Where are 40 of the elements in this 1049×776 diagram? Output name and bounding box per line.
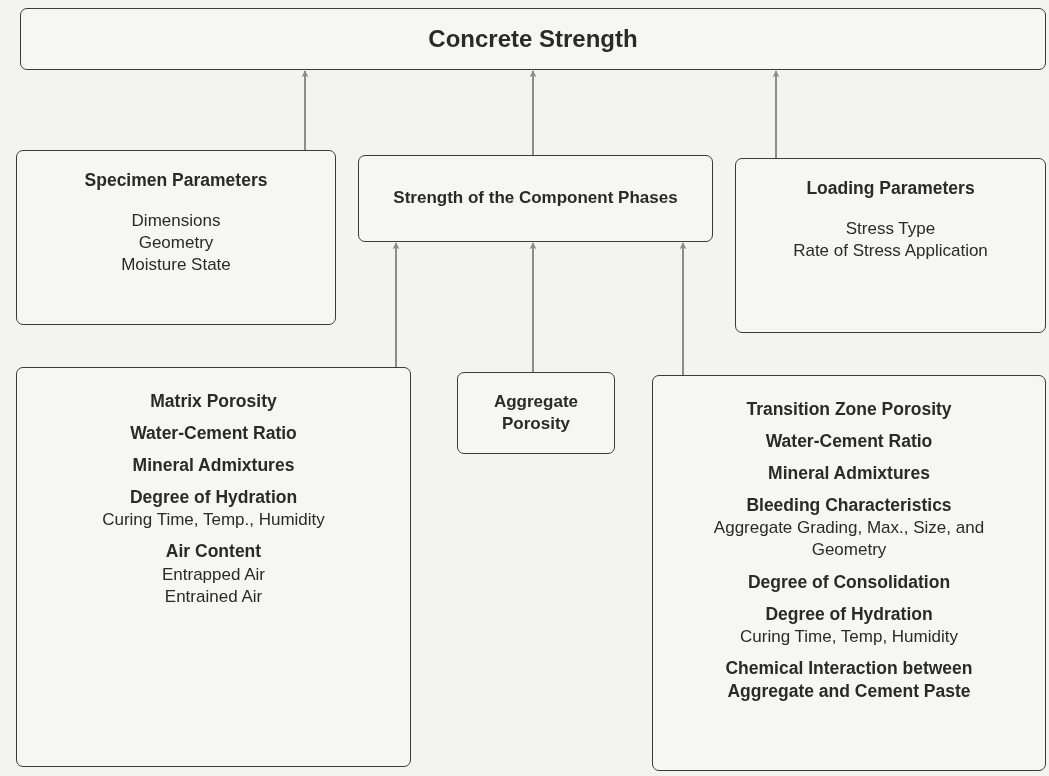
box-heading: Concrete Strength xyxy=(428,24,638,55)
box-heading: Water-Cement Ratio xyxy=(765,430,933,454)
box-heading: Degree of Hydration xyxy=(129,486,298,510)
factor-box xyxy=(457,372,615,454)
box-heading: Matrix Porosity xyxy=(150,390,277,413)
box-heading: Mineral Admixtures xyxy=(768,462,930,486)
box-heading: Aggregate Porosity xyxy=(492,390,580,435)
box-detail: Moisture State xyxy=(121,254,231,277)
factor-box xyxy=(16,367,411,767)
box-detail: Geometry xyxy=(138,232,214,255)
arrow xyxy=(529,70,537,156)
box-heading: Loading Parameters xyxy=(806,177,975,200)
box-heading: Air Content xyxy=(165,540,262,564)
box-heading: Water-Cement Ratio xyxy=(130,422,297,446)
box-detail: Entrapped Air xyxy=(162,563,265,586)
box-detail: Entrained Air xyxy=(164,585,263,608)
box-heading: Specimen Parameters xyxy=(84,169,268,192)
arrow xyxy=(679,242,687,376)
box-detail: Aggregate Grading, Max., Size, and Geometry xyxy=(712,517,986,562)
arrow xyxy=(772,70,780,159)
box-heading: Chemical Interaction between Aggregate and Cement Paste xyxy=(724,656,974,703)
factor-box xyxy=(16,150,336,325)
box-heading: Transition Zone Porosity xyxy=(746,398,952,421)
box-detail: Curing Time, Temp, Humidity xyxy=(740,625,958,648)
arrow xyxy=(392,242,400,368)
box-detail: Rate of Stress Application xyxy=(793,240,988,263)
factor-box xyxy=(358,155,713,242)
box-heading: Mineral Admixtures xyxy=(132,454,295,478)
box-detail: Curing Time, Temp., Humidity xyxy=(102,509,325,532)
box-heading: Bleeding Characteristics xyxy=(746,494,952,518)
factor-box xyxy=(652,375,1046,771)
arrow xyxy=(529,242,537,373)
arrow xyxy=(301,70,309,151)
box-detail: Stress Type xyxy=(845,218,936,241)
box-detail: Dimensions xyxy=(131,210,221,233)
box-heading: Degree of Hydration xyxy=(765,602,933,626)
title-box xyxy=(20,8,1046,70)
factor-box xyxy=(735,158,1046,333)
box-heading: Strength of the Component Phases xyxy=(393,187,678,210)
box-heading: Degree of Consolidation xyxy=(747,570,951,594)
